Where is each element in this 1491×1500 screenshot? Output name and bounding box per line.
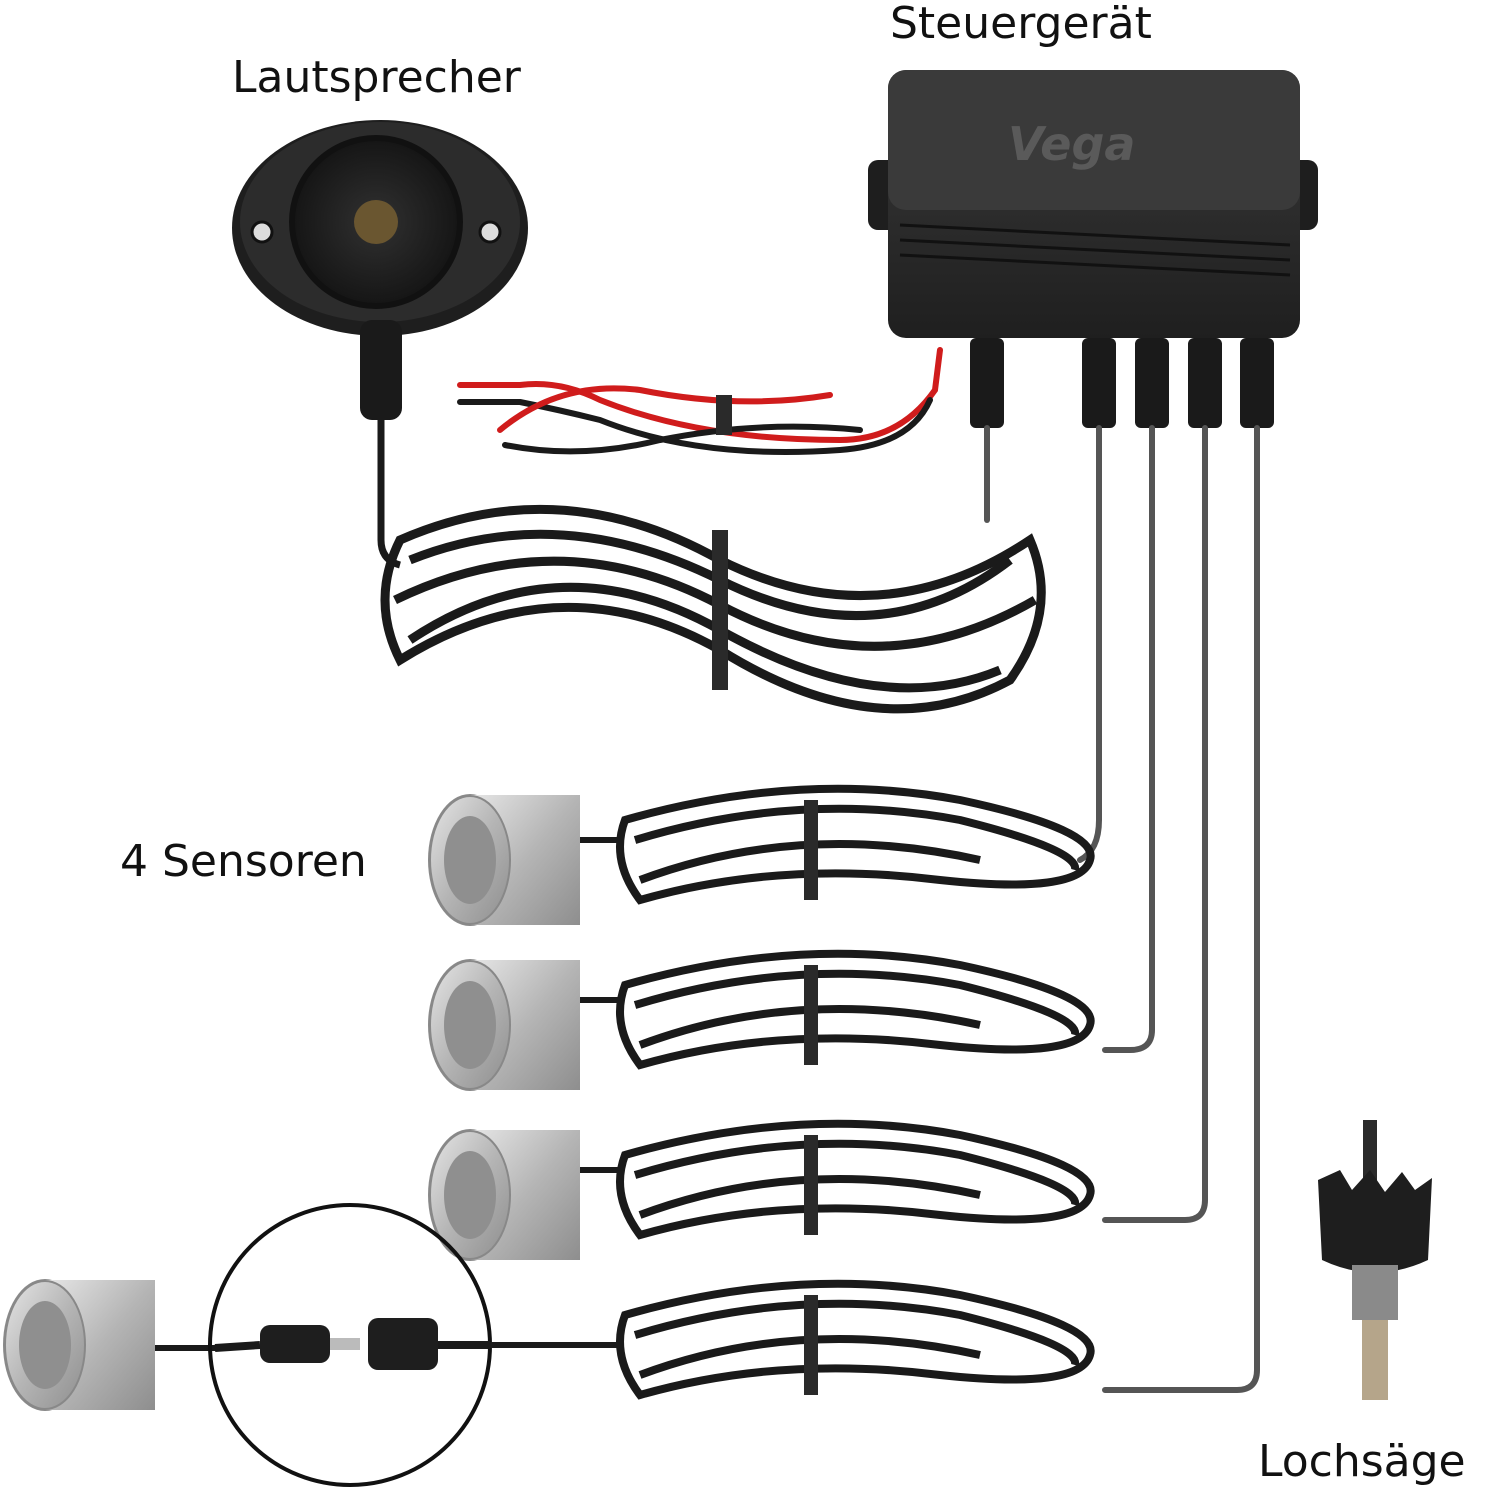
sensor-cable-coil-1 (616, 784, 1095, 905)
control-unit-brand: Vega (1008, 117, 1135, 171)
speaker (232, 120, 528, 569)
sensor-leads (984, 425, 1260, 1393)
sensor-cable-coil-2 (616, 949, 1095, 1070)
sensor-cable-coil-3 (616, 1119, 1095, 1240)
control-unit-label: Steuergerät (890, 0, 1152, 49)
sensor-1 (428, 794, 620, 926)
speaker-label: Lautsprecher (232, 52, 521, 103)
sensor-2 (428, 959, 620, 1091)
sensor-3 (428, 1129, 620, 1261)
hole-saw-label: Lochsäge (1258, 1436, 1466, 1487)
control-unit: Vega (868, 70, 1318, 428)
power-wires (457, 347, 943, 455)
sensors-label: 4 Sensoren (120, 836, 367, 887)
sensor-4 (3, 1279, 230, 1411)
sensor-cable-coil-4 (616, 1279, 1095, 1400)
connector-detail-circle (208, 1203, 492, 1487)
hole-saw (1318, 1120, 1432, 1400)
speaker-cable-bundle (380, 504, 1046, 714)
